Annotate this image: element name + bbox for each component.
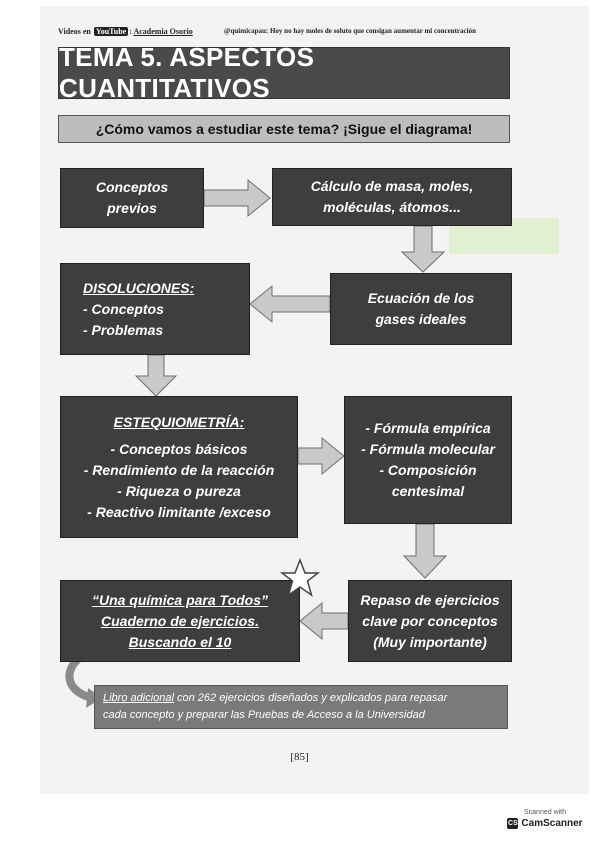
arrow-left-2 (299, 601, 349, 641)
box-line: previos (107, 200, 157, 216)
header-sep: : (129, 27, 132, 36)
scanner-brand-name: CamScanner (521, 818, 583, 829)
box-line: - Conceptos básicos (110, 440, 248, 457)
arrow-down-3 (402, 523, 448, 579)
disoluciones-heading: DISOLUCIONES: (83, 279, 195, 296)
note-line: cada concepto y preparar las Pruebas de … (103, 709, 425, 721)
youtube-logo-text2: Tube (109, 27, 127, 36)
scanner-brand: CS CamScanner (503, 818, 587, 829)
subtitle-banner: ¿Cómo vamos a estudiar este tema? ¡Sigue… (58, 115, 510, 143)
box-line: Buscando el 10 (128, 633, 232, 650)
box-line: - Conceptos (83, 300, 164, 317)
box-line: - Fórmula empírica (365, 420, 491, 436)
box-line: - Riqueza o pureza (117, 482, 241, 499)
box-line: - Problemas (83, 321, 164, 338)
box-line: Cálculo de masa, moles, (310, 178, 474, 194)
box-conceptos-previos: Conceptos previos (60, 168, 204, 228)
page-subtitle: ¿Cómo vamos a estudiar este tema? ¡Sigue… (95, 121, 473, 137)
header-prefix: Videos en (58, 27, 91, 36)
box-line: - Fórmula molecular (361, 441, 495, 457)
channel-link[interactable]: Academia Osorio (133, 27, 193, 36)
box-libro: “Una química para Todos” Cuaderno de eje… (60, 580, 300, 662)
box-line: (Muy importante) (373, 633, 487, 650)
box-line: gases ideales (375, 311, 467, 327)
camscanner-logo-icon: CS (507, 818, 519, 829)
additional-book-link[interactable]: Libro adicional (103, 691, 174, 704)
box-line: clave por conceptos (362, 612, 498, 629)
header-channel: Videos en YouTube: Academia Osorio (58, 27, 193, 36)
box-line: Cuaderno de ejercicios. (101, 612, 259, 629)
scanner-caption: Scanned with (523, 809, 567, 816)
box-line: - Reactivo limitante /exceso (87, 503, 271, 520)
box-repaso: Repaso de ejercicios clave por conceptos… (348, 580, 512, 662)
box-line: moléculas, átomos... (323, 199, 461, 215)
box-line: Ecuación de los (367, 290, 475, 306)
youtube-logo: YouTube (93, 27, 129, 36)
scanner-watermark: Scanned with CS CamScanner (503, 809, 587, 837)
box-estequiometria: ESTEQUIOMETRÍA: - Conceptos básicos - Re… (60, 396, 298, 538)
box-ecuacion: Ecuación de los gases ideales (330, 273, 512, 345)
arrow-right-1 (203, 178, 271, 218)
arrow-left-1 (249, 284, 331, 324)
page-title: TEMA 5. ASPECTOS CUANTITATIVOS (59, 42, 315, 103)
box-line: Conceptos (95, 179, 169, 195)
box-line: centesimal (391, 483, 465, 499)
youtube-logo-text: You (95, 27, 110, 36)
estequiometria-heading: ESTEQUIOMETRÍA: (113, 413, 245, 430)
title-banner: TEMA 5. ASPECTOS CUANTITATIVOS (58, 42, 510, 103)
box-disoluciones: DISOLUCIONES: - Conceptos - Problemas (60, 263, 250, 355)
note-line: con 262 ejercicios diseñados y explicado… (173, 691, 448, 704)
box-line: Repaso de ejercicios (360, 591, 500, 608)
arrow-right-2 (297, 436, 345, 476)
additional-book-note: Libro adicional con 262 ejercicios diseñ… (94, 685, 508, 729)
arrow-down-1 (400, 225, 446, 273)
box-line: - Rendimiento de la reacción (83, 461, 275, 478)
box-line: - Composición (379, 462, 477, 478)
box-calculo: Cálculo de masa, moles, moléculas, átomo… (272, 168, 512, 226)
header-tagline: @quimicapau: Hoy no hay moles de soluto … (224, 27, 476, 35)
box-line: “Una química para Todos” (91, 591, 269, 608)
star-icon (280, 558, 320, 597)
page-number: [85] (290, 751, 309, 763)
box-formulas: - Fórmula empírica - Fórmula molecular -… (344, 396, 512, 524)
arrow-down-2 (134, 354, 178, 397)
